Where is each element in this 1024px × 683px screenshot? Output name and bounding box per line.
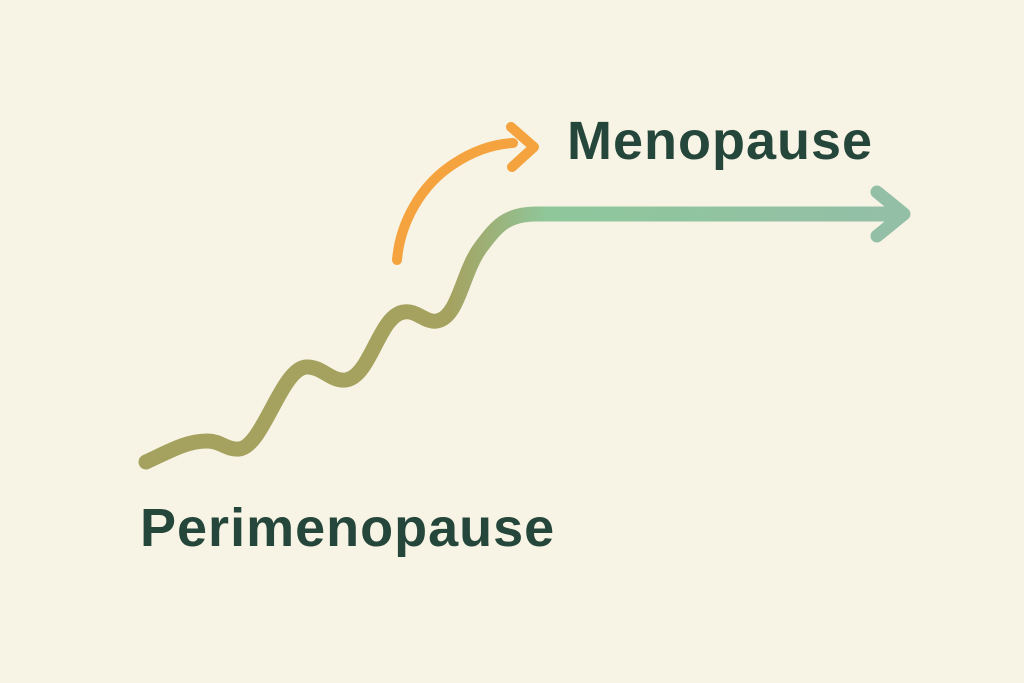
perimenopause-wave-line	[138, 206, 901, 470]
transition-arrowhead-icon	[506, 122, 539, 172]
perimenopause-label: Perimenopause	[140, 498, 556, 558]
transition-arrow-arc	[392, 138, 518, 265]
menopause-label: Menopause	[567, 111, 874, 171]
timeline-arrowhead-icon	[870, 185, 911, 243]
